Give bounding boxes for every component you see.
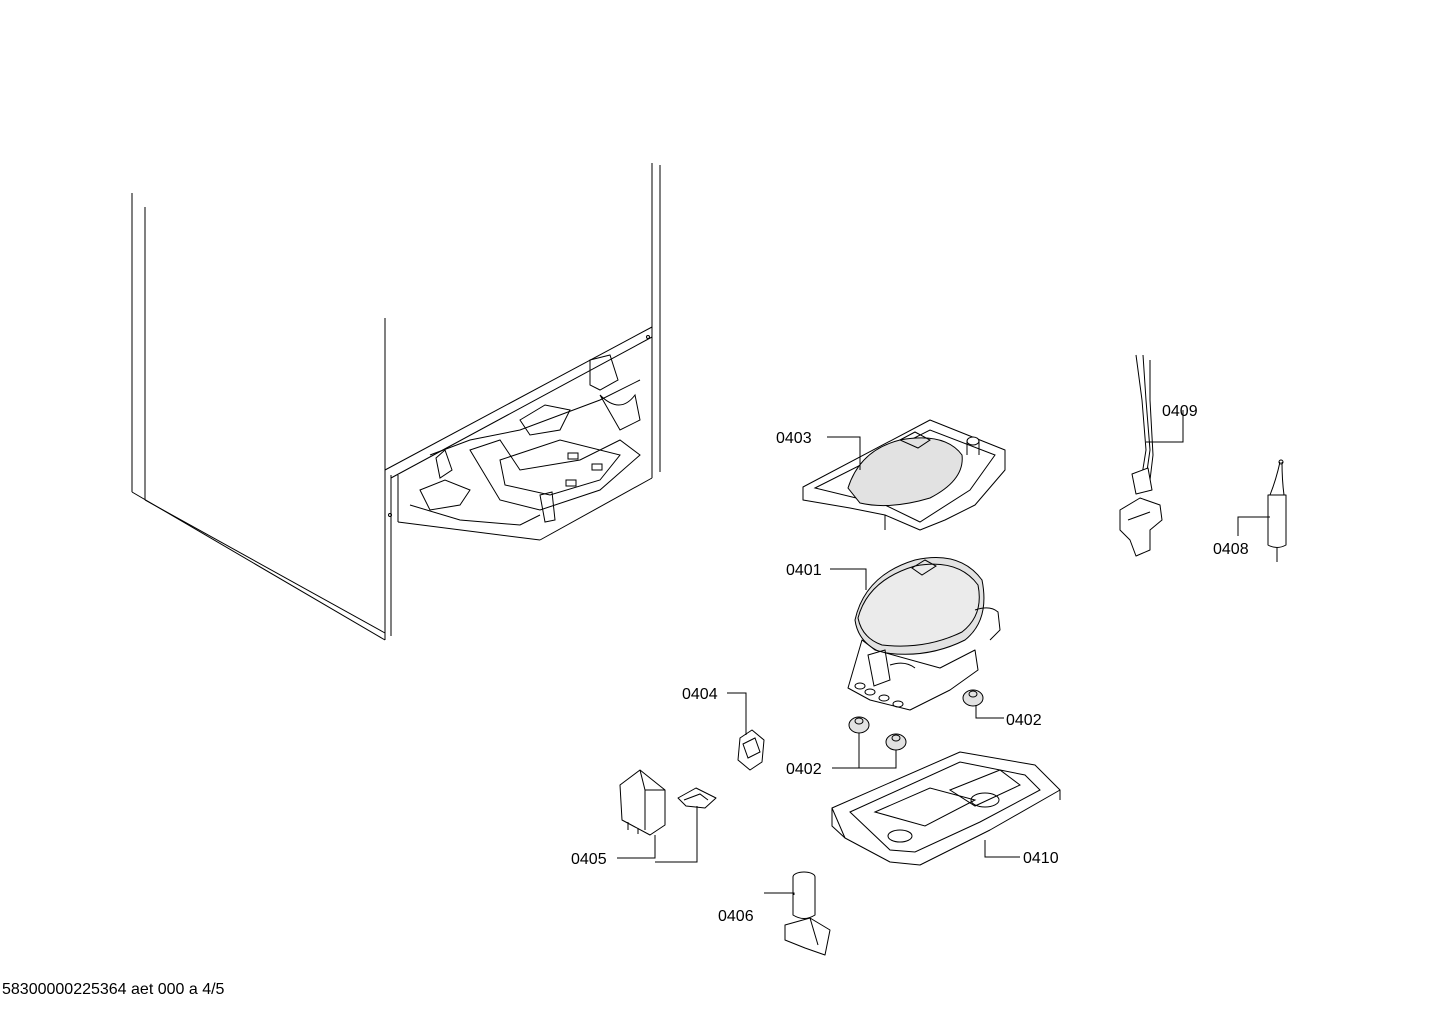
label-0401: 0401 <box>786 562 822 579</box>
label-0410: 0410 <box>1023 850 1059 867</box>
label-0409: 0409 <box>1162 403 1198 420</box>
part-0406-fitting <box>784 871 831 956</box>
label-0408: 0408 <box>1213 541 1249 558</box>
part-0403-drip-tray <box>802 419 1006 531</box>
label-0402-left: 0402 <box>786 761 822 778</box>
label-0402-right: 0402 <box>1006 712 1042 729</box>
part-0405-cover <box>619 769 717 836</box>
part-labels: 0403 0401 0402 0402 0404 0405 0406 0410 … <box>571 403 1249 925</box>
part-0410-base-plate <box>831 751 1061 866</box>
part-0409-power-cord <box>1119 354 1163 557</box>
part-0404-relay <box>737 729 765 771</box>
label-0404: 0404 <box>682 686 718 703</box>
label-0403: 0403 <box>776 430 812 447</box>
part-0401-compressor <box>847 557 1001 711</box>
label-0406: 0406 <box>718 908 754 925</box>
label-0405: 0405 <box>571 851 607 868</box>
leader-lines <box>617 410 1270 895</box>
part-0408-sensor <box>1267 459 1287 562</box>
cabinet-drawing <box>131 163 661 641</box>
document-footer-id: 58300000225364 aet 000 a 4/5 <box>2 981 225 998</box>
